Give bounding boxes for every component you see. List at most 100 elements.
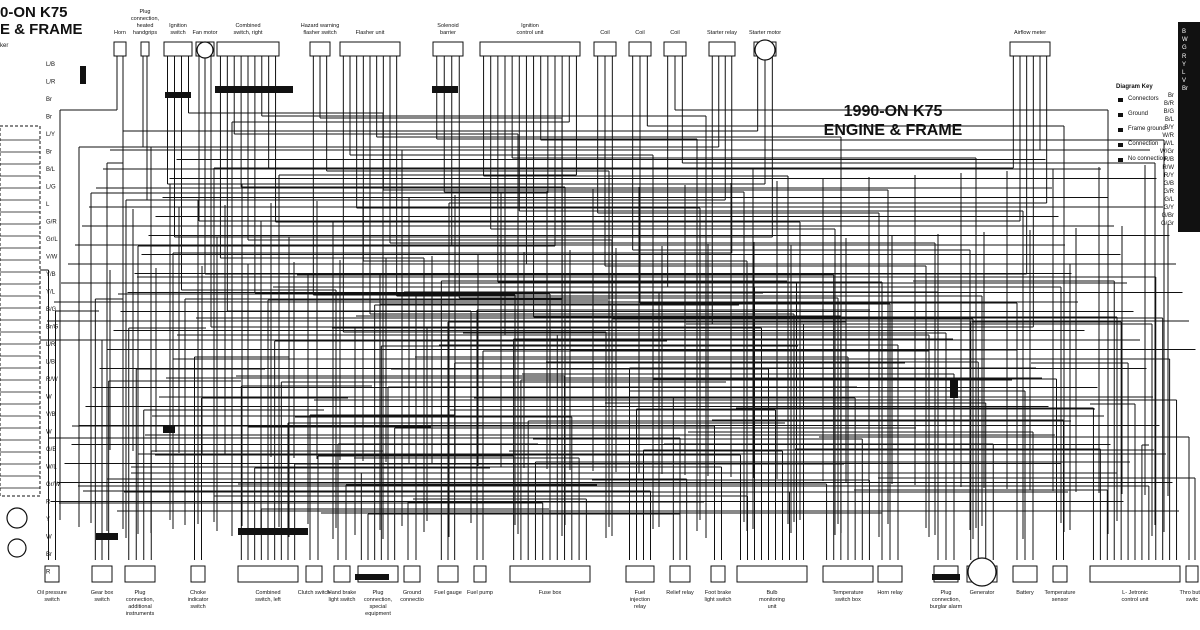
left-wire-label: B/L [46, 167, 56, 173]
bottom-component-label: switch [44, 597, 59, 603]
bottom-component-label: light switch [705, 597, 732, 603]
top-component-label: Hazard warning [301, 23, 340, 29]
top-component-label: Fan motor [192, 30, 217, 36]
strip-color-code: L [1182, 70, 1186, 77]
left-wire-label: G/B [46, 447, 56, 453]
bottom-component-body [877, 565, 903, 583]
bottom-component-label: special [369, 604, 386, 610]
key-color-code: G/L [1164, 197, 1174, 203]
connector-bar [355, 574, 389, 580]
left-wire-label: Br [46, 552, 52, 558]
diagram-key-title: Diagram Key [1116, 84, 1153, 90]
bottom-component-body [473, 565, 487, 583]
key-color-code: R/B [1163, 157, 1174, 163]
round-component [196, 41, 214, 59]
bottom-component-label: Oil pressure [37, 590, 67, 596]
bottom-component-label: Plug [134, 590, 145, 596]
top-component-label: heated [137, 23, 154, 29]
bottom-component-label: Plug [372, 590, 383, 596]
bottom-component-body [509, 565, 591, 583]
top-component-label: Coil [600, 30, 609, 36]
left-wire-label: W/L [46, 465, 57, 471]
corner-title-line3: ker [0, 43, 9, 49]
diagram-key: Diagram Key Connectors Ground Frame grou… [1116, 84, 1186, 171]
top-component-label: Ignition [169, 23, 187, 29]
top-component-label: Coil [670, 30, 679, 36]
bottom-component-label: indicator [188, 597, 209, 603]
key-color-code: B/R [1163, 101, 1174, 107]
key-connectors: Connectors [1116, 96, 1186, 111]
connector-bar [215, 86, 293, 93]
bottom-component-label: Generator [970, 590, 995, 596]
top-component-body [628, 41, 652, 57]
key-frame-ground: Frame ground [1116, 126, 1186, 141]
top-component-label: Airflow meter [1014, 30, 1046, 36]
connector-bar [932, 574, 960, 580]
top-component-body [309, 41, 331, 57]
top-component-label: flasher switch [303, 30, 336, 36]
round-component [7, 538, 27, 558]
strip-color-code: Br [1182, 86, 1188, 93]
key-color-code: G/Y [1163, 205, 1174, 211]
bottom-component-label: Choke [190, 590, 206, 596]
key-color-code: W/R [1162, 133, 1174, 139]
left-wire-label: Br [46, 115, 52, 121]
key-color-code: W/Gr [1160, 149, 1174, 155]
left-wire-label: W [46, 535, 52, 541]
bottom-component-body [124, 565, 156, 583]
strip-color-code: W [1182, 37, 1188, 44]
bottom-component-label: switch [94, 597, 109, 603]
left-wire-label: Gr/L [46, 237, 58, 243]
bottom-component-label: Thro butto [1179, 590, 1200, 596]
bottom-component-label: Foot brake [705, 590, 731, 596]
bottom-component-body [669, 565, 691, 583]
top-component-label: Starter relay [707, 30, 737, 36]
bottom-component-label: Fuel [635, 590, 646, 596]
bottom-component-label: sensor [1052, 597, 1069, 603]
left-wire-label: L/R [46, 80, 56, 86]
bottom-component-body [736, 565, 808, 583]
left-wire-label: Br [46, 150, 52, 156]
top-component-body [663, 41, 687, 57]
bottom-component-label: switch, left [255, 597, 281, 603]
left-wire-label: V/W [46, 255, 58, 261]
key-color-code: W/L [1163, 141, 1174, 147]
bottom-component-label: monitoring [759, 597, 785, 603]
round-component [967, 557, 997, 587]
strip-color-code: V [1182, 78, 1187, 85]
bottom-component-label: Fuel pump [467, 590, 493, 596]
key-color-code: G/Gr [1161, 221, 1174, 227]
top-component-label: Coil [635, 30, 644, 36]
left-wire-label: Gr/W [46, 482, 60, 488]
left-wire-label: L/R [46, 342, 56, 348]
key-connection: Connection [1116, 141, 1186, 156]
diagram-title-line1: 1990-ON K75 [843, 103, 943, 120]
bottom-component-body [333, 565, 351, 583]
corner-title-line1: 0-ON K75 [0, 4, 68, 21]
bottom-component-label: Temperature [1045, 590, 1076, 596]
key-color-code: G/R [1163, 189, 1174, 195]
key-color-code: R/W [1162, 165, 1174, 171]
diagram-title-line2: ENGINE & FRAME [823, 122, 963, 139]
bottom-component-label: switch box [835, 597, 861, 603]
component-labels: L/BL/RBrBrL/YBrB/LL/GLG/RGr/LV/WY/BY/LB/… [37, 9, 1200, 617]
top-component-label: connection, [131, 16, 160, 22]
bottom-component-label: Horn relay [877, 590, 903, 596]
top-component-label: control unit [517, 30, 544, 36]
bottom-component-body [237, 565, 299, 583]
bottom-component-label: connectio [400, 597, 424, 603]
connector-bar [96, 533, 118, 540]
top-component-body [479, 41, 581, 57]
bottom-component-label: Temperature [833, 590, 864, 596]
key-color-code: Br [1168, 93, 1174, 99]
left-wire-label: Y/L [46, 290, 56, 296]
bottom-component-body [190, 565, 206, 583]
key-color-code: B/L [1164, 117, 1174, 123]
left-wire-label: G/R [46, 220, 57, 226]
key-color-code: B/Y [1164, 125, 1174, 131]
bottom-component-body [305, 565, 323, 583]
bottom-component-label: connection, [932, 597, 961, 603]
